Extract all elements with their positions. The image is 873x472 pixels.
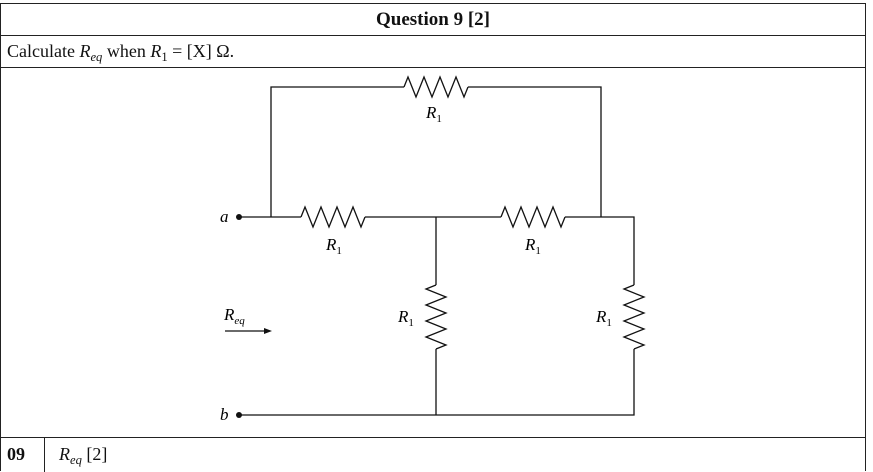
resistor-middle-left-label: R1 bbox=[325, 235, 342, 257]
terminal-a bbox=[236, 214, 242, 220]
req-subscript: eq bbox=[90, 50, 103, 64]
answer-symbol: R bbox=[59, 444, 70, 464]
circuit-diagram: a b Req R1 R1 R1 R1 R1 bbox=[220, 75, 646, 424]
question-statement: Calculate Req when R1 = [X] Ω. bbox=[0, 35, 866, 68]
question-title-text: Question 9 [2] bbox=[376, 9, 490, 30]
answer-number: 09 bbox=[1, 438, 45, 472]
resistor-vertical-right-label: R1 bbox=[595, 307, 612, 329]
answer-marks: [2] bbox=[81, 444, 108, 464]
answer-row: 09 Req [2] bbox=[0, 437, 866, 472]
resistor-middle-right bbox=[500, 205, 566, 229]
req-arrow-head bbox=[264, 328, 272, 334]
node-b-label: b bbox=[220, 405, 229, 424]
node-a-label: a bbox=[220, 207, 229, 226]
resistor-middle-right-label: R1 bbox=[524, 235, 541, 257]
statement-suffix: = [X] Ω. bbox=[167, 41, 235, 61]
statement-middle: when bbox=[102, 41, 151, 61]
req-label: Req bbox=[223, 305, 245, 327]
question-title: Question 9 [2] bbox=[0, 3, 866, 35]
req-symbol: R bbox=[79, 41, 91, 61]
wire-top bbox=[270, 86, 404, 217]
r1-symbol: R bbox=[150, 41, 162, 61]
resistor-middle-left bbox=[300, 205, 366, 229]
wire-right-top bbox=[565, 216, 635, 285]
wire-right-bottom bbox=[239, 349, 635, 416]
r1-subscript: 1 bbox=[161, 50, 168, 64]
statement-prefix: Calculate bbox=[7, 41, 80, 61]
answer-subscript: eq bbox=[70, 453, 82, 467]
terminal-b bbox=[236, 412, 242, 418]
answer-field-label[interactable]: Req [2] bbox=[59, 438, 107, 470]
resistor-vertical-right bbox=[622, 284, 646, 350]
resistor-top-label: R1 bbox=[425, 103, 442, 125]
resistor-top bbox=[403, 75, 469, 99]
circuit-area: a b Req R1 R1 R1 R1 R1 bbox=[0, 67, 866, 437]
wire-top-right bbox=[468, 86, 602, 217]
resistor-vertical-middle bbox=[424, 284, 448, 350]
resistor-vertical-middle-label: R1 bbox=[397, 307, 414, 329]
